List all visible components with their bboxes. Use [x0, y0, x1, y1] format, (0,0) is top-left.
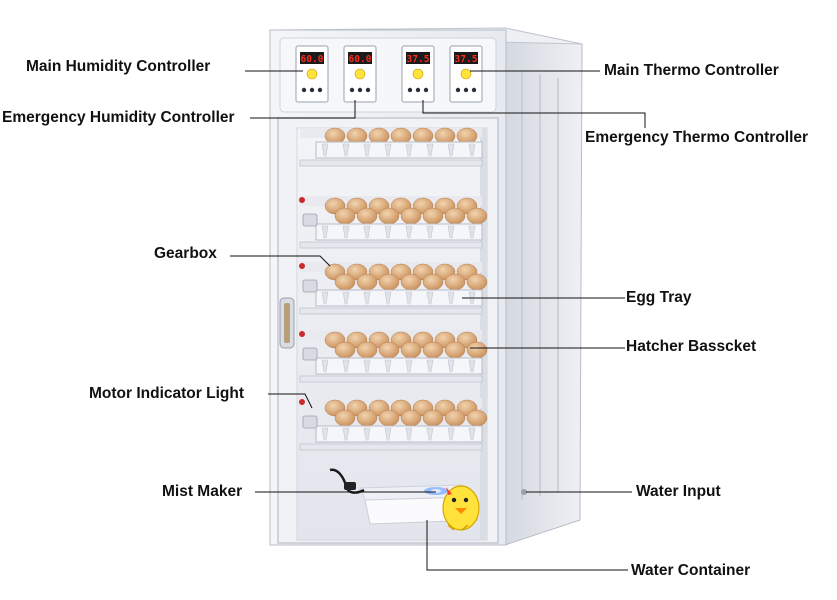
main-humidity-controller-label: Main Humidity Controller	[26, 58, 211, 75]
mascot-sticker	[442, 485, 480, 531]
egg-trays	[299, 127, 488, 451]
gearbox	[302, 347, 318, 361]
controller-button[interactable]	[415, 87, 421, 93]
controller-reading: 60.0	[349, 54, 372, 65]
egg-tray	[299, 398, 488, 451]
controller-reading: 37.5	[455, 54, 478, 65]
controller-button[interactable]	[309, 87, 315, 93]
cabinet-side	[504, 27, 583, 546]
water-input-label: Water Input	[636, 483, 721, 500]
controller-reading: 60.0	[301, 54, 324, 65]
egg-tray	[299, 127, 483, 167]
motor-indicator-light-label: Motor Indicator Light	[89, 385, 244, 402]
egg-tray	[299, 330, 488, 383]
controllers: 60.0 60.0 37.5 37.5	[295, 45, 483, 103]
gearbox	[302, 279, 318, 293]
main-thermo-controller-label: Main Thermo Controller	[604, 62, 779, 79]
egg-tray	[299, 262, 488, 315]
hatcher-basket-label: Hatcher Basscket	[626, 338, 757, 355]
mist-maker-label: Mist Maker	[162, 483, 243, 500]
side-ribs	[521, 70, 559, 500]
controller-button[interactable]	[317, 87, 323, 93]
controller-button[interactable]	[349, 87, 355, 93]
emergency-thermo-controller-label: Emergency Thermo Controller	[585, 129, 809, 146]
motor-indicator-light	[299, 263, 305, 269]
controller-button[interactable]	[301, 87, 307, 93]
controller-emergency-thermo: 37.5	[401, 45, 435, 103]
emergency-humidity-controller-label: Emergency Humidity Controller	[2, 109, 235, 126]
motor-indicator-light	[299, 399, 305, 405]
motor-indicator-light	[299, 331, 305, 337]
water-container-label: Water Container	[631, 562, 751, 579]
egg-tray	[299, 196, 488, 249]
controller-button[interactable]	[471, 87, 477, 93]
controller-button[interactable]	[423, 87, 429, 93]
controller-button[interactable]	[357, 87, 363, 93]
motor-indicator-light	[299, 197, 305, 203]
gearbox	[302, 213, 318, 227]
control-panel	[279, 37, 497, 113]
gearbox	[302, 415, 318, 429]
controller-reading: 37.5	[407, 54, 430, 65]
controller-button[interactable]	[407, 87, 413, 93]
controller-main-humidity: 60.0	[295, 45, 329, 103]
controller-button[interactable]	[463, 87, 469, 93]
controller-emergency-humidity: 60.0	[343, 45, 377, 103]
controller-button[interactable]	[365, 87, 371, 93]
gearbox-label: Gearbox	[154, 245, 217, 262]
egg-tray-label: Egg Tray	[626, 289, 692, 306]
controller-button[interactable]	[455, 87, 461, 93]
water-input-port	[521, 489, 527, 495]
controller-main-thermo: 37.5	[449, 45, 483, 103]
leader-lines	[230, 70, 646, 571]
